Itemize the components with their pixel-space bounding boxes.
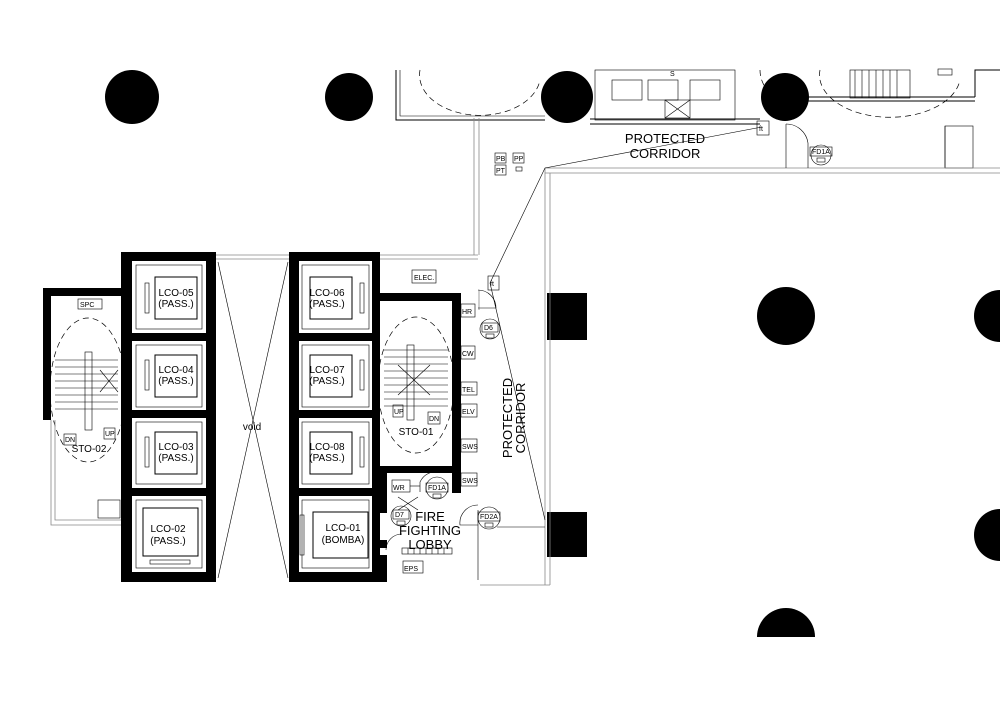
lift-label: LCO-06	[309, 288, 344, 299]
door-tag: D7	[395, 512, 404, 519]
fire-fighting-lobby: WR EPS FIRE FIGHTING LOBBY	[375, 471, 479, 582]
lift-label: LCO-08	[309, 442, 344, 453]
service-tag: HR	[462, 309, 472, 316]
lift-label: LCO-02	[150, 524, 185, 535]
marker-ft: ft	[490, 281, 494, 288]
corridor-label-line2: CORRIDOR	[630, 146, 701, 161]
lift-type: (PASS.)	[309, 376, 344, 387]
stair-up-mark: UP	[105, 431, 115, 438]
top-area: S	[395, 68, 1000, 169]
corridor-label-line1: PROTECTED	[500, 378, 515, 458]
lift-type: (PASS.)	[158, 299, 193, 310]
left-lift-core: LCO-05 (PASS.) LCO-04 (PASS.) LCO-03 (PA…	[121, 252, 216, 582]
lift-type: (PASS.)	[158, 453, 193, 464]
void-label: void	[243, 422, 261, 433]
stair-sto-01: UP DN STO-01	[377, 293, 461, 493]
marker-ft: ft	[759, 126, 763, 133]
service-risers: ELEC. HR CW TEL ELV SWS SWS	[411, 269, 478, 487]
door-tag: FD1A	[812, 149, 830, 156]
lift-type: (PASS.)	[150, 536, 185, 547]
lift-label: LCO-04	[158, 365, 193, 376]
lift-type: (PASS.)	[309, 453, 344, 464]
column-square	[547, 293, 587, 340]
marker-pt: PT	[496, 168, 506, 175]
lift-label: LCO-05	[158, 288, 193, 299]
stair-down-mark: DN	[65, 437, 75, 444]
lift-type: (PASS.)	[158, 376, 193, 387]
svg-text:S: S	[670, 71, 675, 78]
column-circle	[757, 608, 815, 637]
marker-pb: PB	[496, 156, 506, 163]
stair-label: STO-01	[399, 427, 434, 438]
corridor-label-line2: CORRIDOR	[513, 383, 528, 454]
column-circle	[325, 73, 373, 121]
markers: ft ft PB PT PP	[487, 120, 770, 291]
stair-down-mark: DN	[429, 416, 439, 423]
service-tag: CW	[462, 351, 474, 358]
side-corridor-label: PROTECTED CORRIDOR	[500, 378, 528, 458]
column-circle	[757, 287, 815, 345]
service-tag: WR	[393, 485, 405, 492]
escape-route-line	[489, 126, 763, 521]
stair-sto-02: SPC UP DN STO-02	[43, 288, 127, 526]
service-tag: SWS	[462, 478, 478, 485]
marker-pp: PP	[514, 156, 524, 163]
column-circle	[974, 290, 1000, 342]
lift-label: LCO-03	[158, 442, 193, 453]
lift-label: LCO-01	[325, 523, 360, 534]
lift-type: (BOMBA)	[322, 535, 365, 546]
service-tag: TEL	[462, 387, 475, 394]
corridor-label-line1: PROTECTED	[625, 131, 705, 146]
service-tag: EPS	[404, 566, 418, 573]
column-circle	[105, 70, 159, 124]
lobby-label-line2: FIGHTING	[399, 523, 461, 538]
door-tags: FD1A FD1A FD2A D6 D7	[390, 144, 833, 530]
service-tag: ELV	[462, 409, 475, 416]
right-lift-core: LCO-06 (PASS.) LCO-07 (PASS.) LCO-08 (PA…	[289, 252, 380, 582]
lobby-label-line1: FIRE	[415, 509, 445, 524]
door-tag: D6	[484, 325, 493, 332]
lift-label: LCO-07	[309, 365, 344, 376]
door-tag: FD2A	[480, 514, 498, 521]
column-square	[547, 512, 587, 557]
structural-columns	[105, 70, 1000, 637]
door-tag: FD1A	[428, 485, 446, 492]
corridor-walls	[215, 118, 1000, 586]
lift-type: (PASS.)	[309, 299, 344, 310]
void-area: void	[217, 261, 289, 579]
column-circle	[541, 71, 593, 123]
stair-up-mark: UP	[394, 409, 404, 416]
service-tag: SPC	[80, 302, 94, 309]
lobby-label-line3: LOBBY	[408, 537, 452, 552]
service-tag: ELEC.	[414, 275, 434, 282]
stair-label: STO-02	[72, 444, 107, 455]
column-circle	[761, 73, 809, 121]
column-circle	[974, 509, 1000, 561]
service-tag: SWS	[462, 444, 478, 451]
